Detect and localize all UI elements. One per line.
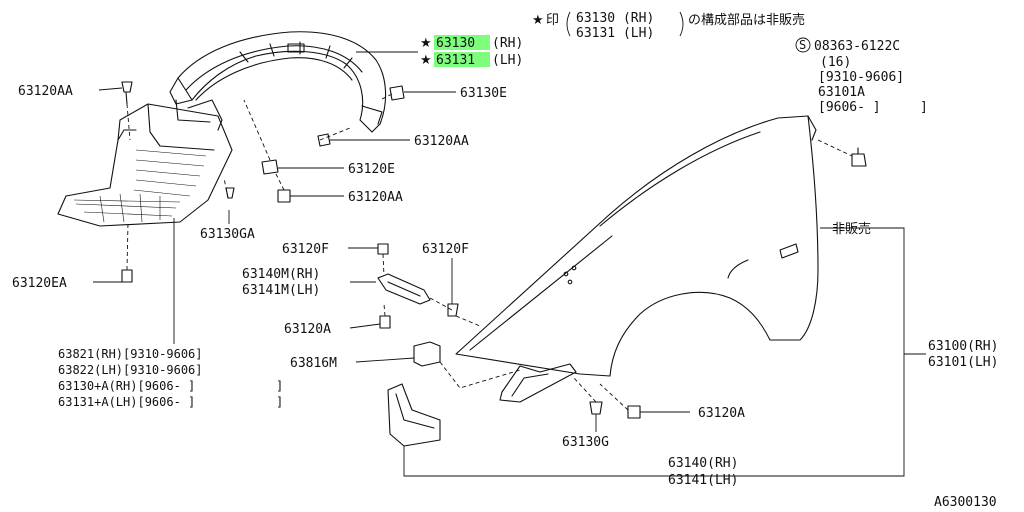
label-63130E[interactable]: 63130E bbox=[460, 86, 507, 101]
highlight-63130 bbox=[434, 35, 490, 50]
label-hikanbai: 非販売 bbox=[832, 221, 871, 237]
clip-63120F-right[interactable] bbox=[447, 303, 459, 317]
label-08363-date: [9310-9606] bbox=[818, 70, 904, 85]
front-splash-shield[interactable] bbox=[57, 99, 233, 227]
dash-line bbox=[319, 127, 351, 141]
clip-63120AA-mid[interactable] bbox=[317, 133, 331, 147]
bracket-close-3: ] bbox=[920, 100, 928, 115]
label-63822[interactable]: 63822(LH)[9310-9606] bbox=[58, 363, 203, 377]
clip-63120AA-low[interactable] bbox=[277, 189, 291, 203]
label-63120AA-1[interactable]: 63120AA bbox=[18, 84, 73, 99]
star-note-paren-open bbox=[566, 11, 571, 37]
leader-lines bbox=[93, 51, 926, 477]
front-fender-panel[interactable] bbox=[455, 115, 819, 403]
clip-63120E[interactable] bbox=[261, 159, 279, 175]
screw-symbol-circle bbox=[795, 37, 811, 53]
label-63130G[interactable]: 63130G bbox=[562, 435, 609, 450]
clip-63130E[interactable] bbox=[389, 85, 405, 101]
diagram-code: A6300130 bbox=[934, 495, 997, 510]
bracket-close-1: ] bbox=[276, 379, 283, 393]
callout-63131[interactable]: ★ 63131 (LH) bbox=[420, 52, 523, 68]
star-note-star: ★ bbox=[532, 13, 544, 28]
part-number-63131: 63131 bbox=[436, 53, 475, 68]
label-63120A-1[interactable]: 63120A bbox=[284, 322, 331, 337]
label-63140[interactable]: 63140(RH) bbox=[668, 456, 738, 471]
bolt-63120A-left[interactable] bbox=[379, 315, 391, 329]
clip-63130GA[interactable] bbox=[225, 187, 235, 199]
dash-line bbox=[382, 253, 385, 277]
label-63141M[interactable]: 63141M(LH) bbox=[242, 283, 320, 298]
clip-63120EA[interactable] bbox=[121, 269, 133, 283]
label-63141[interactable]: 63141(LH) bbox=[668, 473, 738, 488]
label-63120F-1[interactable]: 63120F bbox=[282, 242, 329, 257]
label-63821[interactable]: 63821(RH)[9310-9606] bbox=[58, 347, 203, 361]
dash-line bbox=[379, 93, 393, 101]
screw-symbol: S bbox=[799, 38, 806, 52]
inner-fender-liner[interactable] bbox=[169, 31, 387, 133]
label-08363: 08363-6122C bbox=[814, 39, 900, 54]
callout-63130[interactable]: ★ 63130 (RH) bbox=[420, 35, 523, 51]
star-note-line1: 63130 (RH) bbox=[576, 11, 654, 26]
label-63140M[interactable]: 63140M(RH) bbox=[242, 267, 320, 282]
dash-line bbox=[223, 177, 229, 199]
label-63101[interactable]: 63101(LH) bbox=[928, 355, 998, 370]
label-63101A[interactable]: 63101A bbox=[818, 85, 865, 100]
highlight-63131 bbox=[434, 52, 490, 67]
callout-08363[interactable]: S 08363-6122C (16) [9310-9606] bbox=[795, 37, 904, 85]
label-63120AA-2[interactable]: 63120AA bbox=[414, 134, 469, 149]
label-63131A[interactable]: 63131+A(LH)[9606- ] bbox=[58, 395, 195, 409]
star-note: ★ 印 63130 (RH) 63131 (LH) の構成部品は非販売 bbox=[532, 11, 805, 41]
label-08363-qty: (16) bbox=[820, 55, 851, 70]
label-63100[interactable]: 63100(RH) bbox=[928, 339, 998, 354]
label-63816M[interactable]: 63816M bbox=[290, 356, 337, 371]
bracket-close-2: ] bbox=[276, 395, 283, 409]
label-63120F-2[interactable]: 63120F bbox=[422, 242, 469, 257]
dash-line bbox=[243, 99, 271, 161]
dash-line bbox=[573, 377, 597, 403]
dash-line bbox=[126, 103, 131, 141]
part-number-63130: 63130 bbox=[436, 36, 475, 51]
label-63120A-2[interactable]: 63120A bbox=[698, 406, 745, 421]
dash-line bbox=[275, 173, 285, 191]
seal-63816M[interactable] bbox=[413, 341, 441, 367]
star-note-paren-close bbox=[679, 11, 684, 37]
label-63120AA-3[interactable]: 63120AA bbox=[348, 190, 403, 205]
dash-line bbox=[455, 315, 481, 327]
fender-stay-63140[interactable] bbox=[387, 383, 441, 447]
side-lh: (LH) bbox=[492, 53, 523, 68]
bolt-63130G[interactable] bbox=[589, 401, 603, 415]
bolt-63120A-right[interactable] bbox=[627, 405, 641, 419]
star-note-line2: 63131 (LH) bbox=[576, 26, 654, 41]
star-note-prefix: 印 bbox=[546, 13, 559, 28]
label-63130GA[interactable]: 63130GA bbox=[200, 227, 255, 242]
side-rh: (RH) bbox=[492, 36, 523, 51]
dash-line bbox=[439, 361, 521, 389]
star-marker: ★ bbox=[420, 36, 432, 51]
label-63120EA[interactable]: 63120EA bbox=[12, 276, 67, 291]
dash-line bbox=[817, 139, 853, 157]
label-63101A-date: [9606- ] bbox=[818, 100, 881, 115]
dash-line bbox=[383, 303, 386, 317]
label-63120E[interactable]: 63120E bbox=[348, 162, 395, 177]
star-note-suffix: の構成部品は非販売 bbox=[688, 12, 805, 28]
fender-bracket-63140M[interactable] bbox=[377, 273, 431, 305]
star-marker: ★ bbox=[420, 53, 432, 68]
dash-line bbox=[599, 383, 629, 411]
label-63130A[interactable]: 63130+A(RH)[9606- ] bbox=[58, 379, 195, 393]
clip-63120AA-top[interactable] bbox=[121, 81, 133, 105]
bolt-08363[interactable] bbox=[851, 147, 867, 167]
dash-line bbox=[126, 221, 129, 271]
clip-63120F-left[interactable] bbox=[377, 243, 389, 255]
